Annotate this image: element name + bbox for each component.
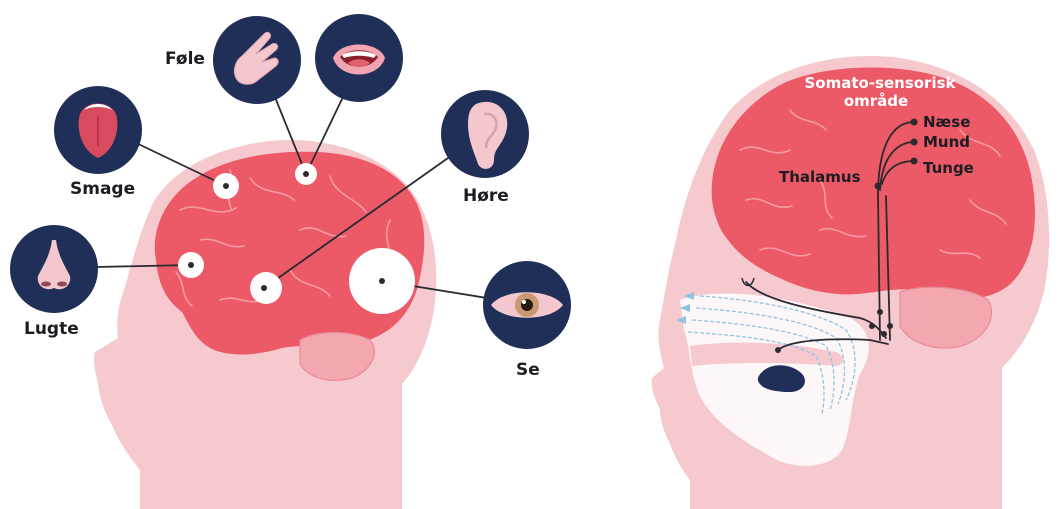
label-mund: Mund (923, 133, 970, 151)
label-hore: Høre (463, 186, 509, 206)
label-cortex-line2: område (844, 92, 908, 110)
label-thalamus: Thalamus (779, 168, 861, 186)
label-lugte: Lugte (24, 319, 79, 339)
left-head-figure: Føle Smage Lugte Høre Se (10, 14, 571, 509)
eye-icon (483, 261, 571, 349)
nose-icon (10, 225, 98, 313)
label-cortex-line1: Somato-sensorisk (804, 74, 956, 92)
ear-icon (441, 90, 529, 178)
label-se: Se (516, 360, 540, 380)
label-tunge: Tunge (923, 159, 974, 177)
label-fole: Føle (165, 49, 205, 69)
label-naese: Næse (923, 113, 970, 131)
tongue-icon (54, 86, 142, 174)
hand-icon (213, 16, 301, 104)
mouth-icon (315, 14, 403, 102)
label-smage: Smage (70, 179, 135, 199)
right-head-figure: Somato-sensorisk område Thalamus Næse Mu… (652, 56, 1050, 509)
